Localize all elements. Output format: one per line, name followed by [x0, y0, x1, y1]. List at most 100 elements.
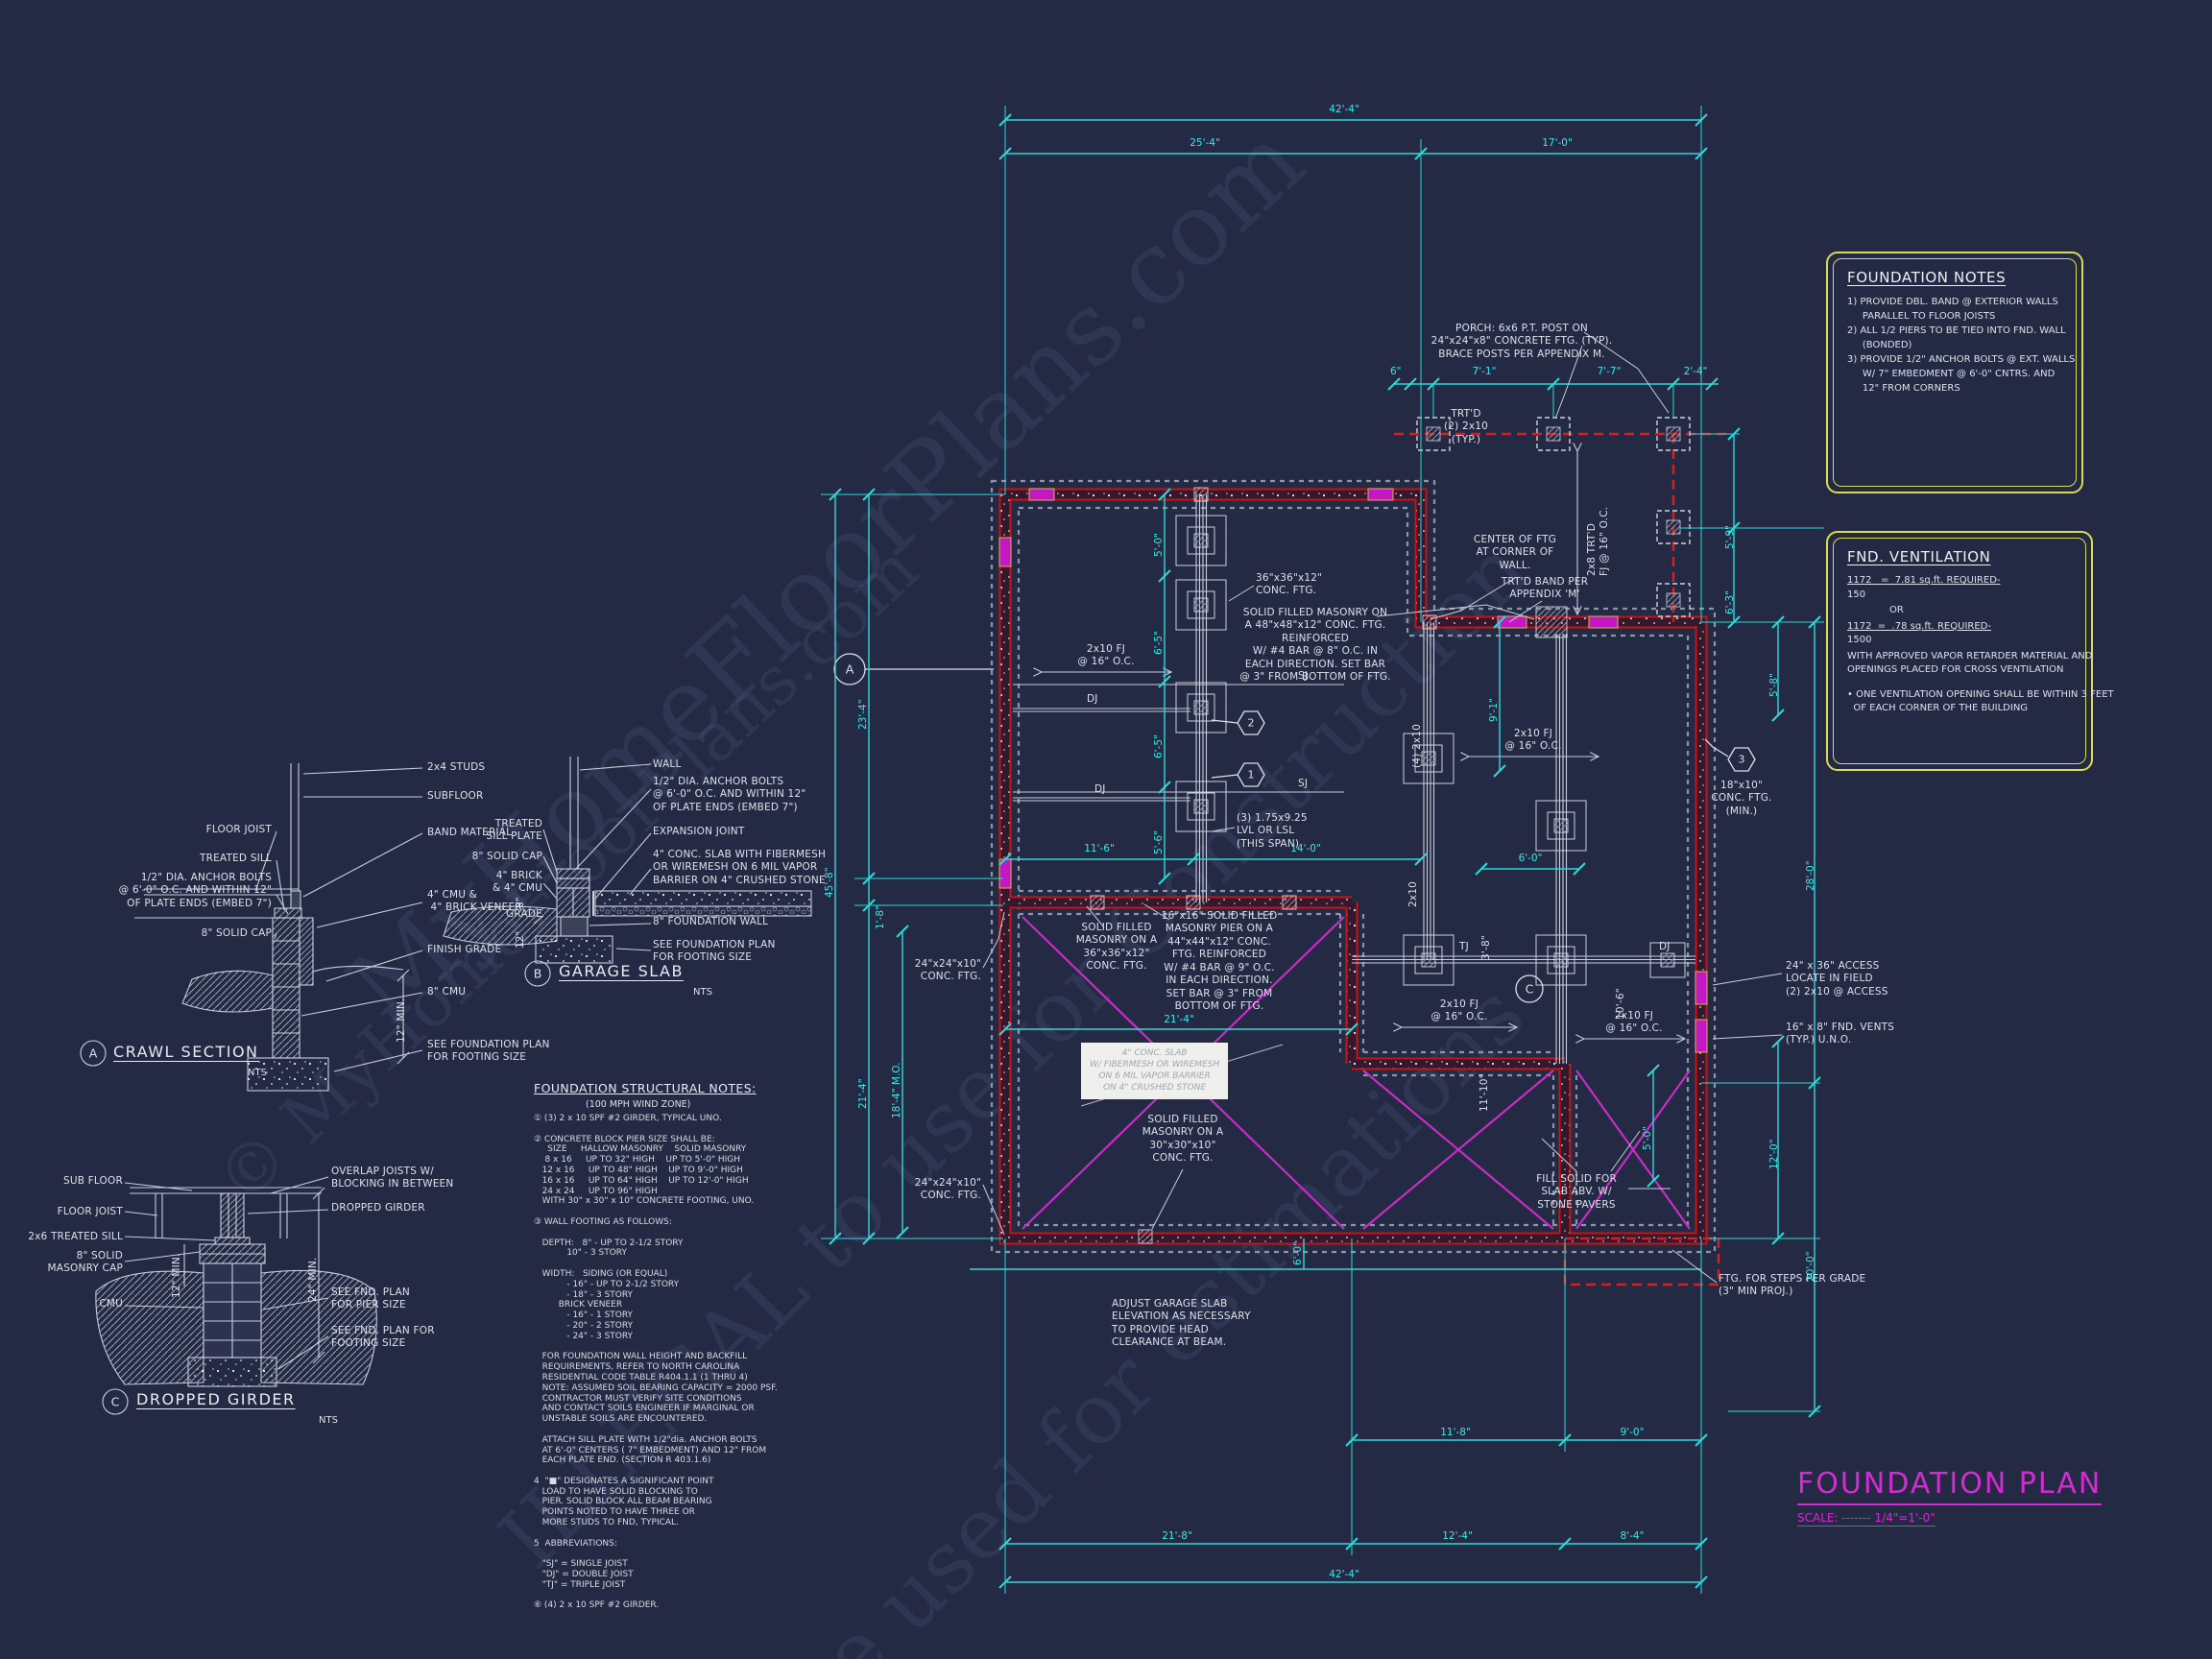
dim-6-0-a: 6'-0"	[1518, 853, 1543, 864]
vent-formula-2: 1172 = .78 sq.ft. REQUIRED-	[1847, 620, 1991, 632]
dim-6-0-b: 6'-0"	[1292, 1241, 1304, 1265]
garage-dim-8: 8"	[515, 897, 526, 908]
crawl-label-sill: TREATED SILL	[199, 853, 272, 864]
vent-denominator-1: 150	[1847, 589, 1866, 600]
ftg-36x36-note: 36"x36"x12" CONC. FTG.	[1256, 572, 1323, 597]
dim-5-0-b: 5'-0"	[1642, 1126, 1653, 1150]
garage-title: GARAGE SLAB	[559, 962, 684, 980]
crawl-label-joist: FLOOR JOIST	[205, 824, 272, 835]
garage-label-grade: GRADE	[506, 908, 542, 920]
joist-direction-arrows	[1042, 451, 1685, 1039]
fill-solid-note: FILL SOLID FOR SLAB ABV. W/ STONE PAVERS	[1536, 1173, 1617, 1211]
dim-porch-7-7: 7'-7"	[1597, 366, 1622, 377]
crawl-label-2x4: 2x4 STUDS	[427, 761, 486, 773]
fj-label-c-right: 2x10 FJ @ 16" O.C.	[1605, 1010, 1663, 1035]
center-ftg-note: CENTER OF FTG AT CORNER OF WALL.	[1473, 534, 1557, 571]
girder-label-subfloor: SUB FLOOR	[62, 1175, 123, 1187]
dim-col-6-5b: 6'-5"	[1153, 734, 1165, 758]
dim-right-12-0: 12'-0"	[1768, 1139, 1780, 1169]
girder-dim-24min: 24" MIN.	[307, 1257, 319, 1302]
crawl-dim-12min: 12" MIN.	[396, 998, 407, 1043]
vent-formula-1: 1172 = 7.81 sq.ft. REQUIRED-	[1847, 575, 2001, 586]
girder-dim-12min: 12" MIN.	[171, 1253, 182, 1298]
dim-garage-21-4: 21'-4"	[1164, 1014, 1194, 1025]
dim-3-8-white: 3'-8"	[1480, 935, 1492, 960]
crawl-label-grade: FINISH GRADE	[427, 944, 502, 955]
dim-left-1-8: 1'-8"	[875, 905, 886, 929]
crawl-label-band: BAND MATERIAL	[427, 827, 513, 838]
garage-label-wall: WALL	[653, 758, 682, 770]
slab-spec-whiteout-note: 4" CONC. SLAB W/ FIBERMESH OR WIREMESH O…	[1081, 1043, 1229, 1099]
fnd-ventilation-box: FND. VENTILATION 1172 = 7.81 sq.ft. REQU…	[1826, 531, 2114, 771]
steps-ftg-note: FTG. FOR STEPS PER GRADE (3" MIN PROJ.)	[1719, 1273, 1866, 1298]
garage-label-cap: 8" SOLID CAP	[471, 851, 542, 862]
porch-note: PORCH: 6x6 P.T. POST ON 24"x24"x8" CONCR…	[1431, 323, 1613, 360]
crawl-nts: NTS	[248, 1068, 267, 1078]
garage-bubble: B	[533, 966, 542, 981]
crawl-label-cmu8: 8" CMU	[427, 986, 467, 998]
dj-label-2: DJ	[1094, 783, 1106, 795]
dim-top-left: 25'-4"	[1190, 137, 1220, 149]
dropped-girder-drawing	[95, 1176, 377, 1415]
garage-slab-drawing	[443, 757, 812, 987]
dim-porch-6: 6"	[1390, 366, 1402, 377]
dim-bot-overall: 42'-4"	[1329, 1569, 1359, 1580]
garage-label-brick: 4" BRICK & 4" CMU	[492, 870, 542, 895]
footing-dashed-lines	[990, 479, 1717, 1254]
vent-denominator-2: 1500	[1847, 635, 1872, 645]
fj-label-c-left: 2x10 FJ @ 16" O.C.	[1431, 998, 1488, 1023]
dim-top-overall: 42'-4"	[1329, 104, 1359, 115]
hex-bubble-1: 1	[1247, 768, 1255, 781]
lvl-note: (3) 1.75x9.25 LVL OR LSL (THIS SPAN)	[1237, 812, 1308, 850]
garage-label-anchor: 1/2" DIA. ANCHOR BOLTS @ 6'-0" O.C. AND …	[653, 776, 806, 813]
dim-11-6: 11'-6"	[1084, 843, 1115, 854]
garage-label-fnd: 8" FOUNDATION WALL	[653, 916, 769, 927]
hex-bubble-2: 2	[1247, 716, 1255, 730]
structural-notes-body: ① (3) 2 x 10 SPF #2 GIRDER, TYPICAL UNO.…	[534, 1114, 778, 1611]
dim-left-23-4: 23'-4"	[857, 699, 869, 730]
crawl-label-anchor: 1/2" DIA. ANCHOR BOLTS @ 6'-0" O.C. AND …	[118, 872, 272, 909]
garage-label-see-plan: SEE FOUNDATION PLAN FOR FOOTING SIZE	[653, 939, 776, 964]
dim-bot-11-8: 11'-8"	[1440, 1427, 1471, 1438]
girder-4-2x10-label: (4) 2x10	[1411, 723, 1423, 768]
dim-11-10-white: 11'-10"	[1479, 1073, 1490, 1112]
ftg-24x24-note-upper: 24"x24"x10" CONC. FTG.	[914, 958, 981, 983]
crawl-label-cmu4: 4" CMU & 4" BRICK VENEER	[427, 889, 522, 914]
crawl-section-drawing	[80, 763, 423, 1092]
dim-bot-9-0: 9'-0"	[1620, 1427, 1645, 1438]
garage-nts: NTS	[693, 987, 712, 998]
fnd-ventilation-title: FND. VENTILATION	[1847, 548, 1991, 565]
garage-label-slab: 4" CONC. SLAB WITH FIBERMESH OR WIREMESH…	[653, 849, 827, 886]
dimension-ticks	[829, 113, 1821, 1589]
vent-paragraph: WITH APPROVED VAPOR RETARDER MATERIAL AN…	[1847, 650, 2093, 675]
dim-porch-2-4: 2'-4"	[1683, 366, 1708, 377]
dim-right-20-0: 20'-0"	[1805, 1251, 1816, 1282]
foundation-notes-body: 1) PROVIDE DBL. BAND @ EXTERIOR WALLS PA…	[1847, 297, 2076, 394]
dim-top-right: 17'-0"	[1542, 137, 1573, 149]
sj-label-2: SJ	[1298, 778, 1309, 789]
garage-label-sill: TREATED SILL PLATE	[486, 818, 542, 843]
girder-label-cmu: CMU	[99, 1298, 123, 1310]
dimension-lines	[834, 119, 1815, 1583]
section-bubble-c: C	[1525, 981, 1534, 997]
porch-piers	[1416, 417, 1691, 617]
sj-label-1: SJ	[1298, 670, 1309, 682]
reference-bubbles	[833, 653, 1756, 1003]
garage-dim-12: 12"	[515, 930, 526, 949]
tj-label: TJ	[1459, 941, 1469, 952]
dim-10-6-white: 10'-6"	[1615, 988, 1626, 1020]
hex-bubble-3: 3	[1738, 753, 1745, 766]
girder-bubble: C	[110, 1394, 120, 1409]
extension-lines	[821, 106, 1824, 1594]
leader-lines	[982, 331, 1783, 1284]
dim-left-18-4: 18'-4" M.O.	[891, 1062, 902, 1118]
access-note: 24" x 36" ACCESS LOCATE IN FIELD (2) 2x1…	[1786, 960, 1888, 998]
crawl-label-cap: 8" SOLID CAP	[201, 927, 272, 939]
structural-notes-subtitle: (100 MPH WIND ZONE)	[586, 1099, 691, 1110]
dim-bot-8-4: 8'-4"	[1620, 1530, 1645, 1542]
dim-right-5-8: 5'-8"	[1768, 673, 1780, 697]
girder-2x10-label: 2x10	[1407, 880, 1419, 907]
section-bubble-a: A	[845, 661, 854, 677]
